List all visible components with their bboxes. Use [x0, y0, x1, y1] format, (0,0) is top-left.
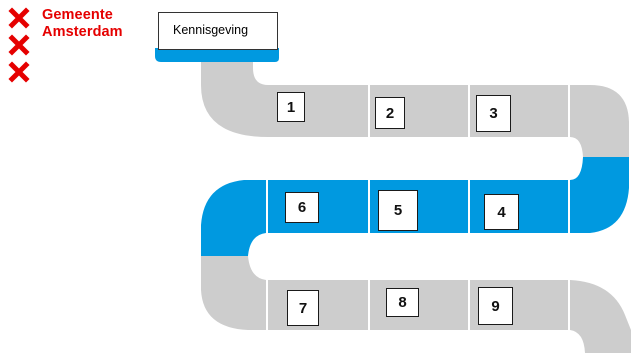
cross-icon [8, 7, 30, 29]
step-box-3: 3 [476, 95, 511, 132]
track-row-2 [268, 180, 568, 233]
step-box-1: 1 [277, 92, 305, 122]
track-row-1 [268, 85, 568, 137]
track-curve-end [570, 280, 631, 353]
step-box-9: 9 [478, 287, 513, 325]
cross-icon [8, 34, 30, 56]
step-box-4: 4 [484, 194, 519, 230]
logo-line-amsterdam: Amsterdam [42, 24, 123, 40]
title-box: Kennisgeving [158, 12, 278, 50]
track-curve-start [201, 62, 268, 137]
step-box-2: 2 [375, 97, 405, 129]
track-curve-left-upper [201, 180, 266, 256]
title-accent [155, 48, 279, 62]
step-box-5: 5 [378, 190, 418, 231]
step-box-8: 8 [386, 288, 419, 317]
track-segment-8 [370, 280, 468, 330]
cross-icon [8, 61, 30, 83]
track-curve-left-lower [201, 256, 266, 330]
track-curve-right-upper [570, 85, 629, 157]
track-curve-right-lower [570, 157, 629, 233]
logo-crosses [8, 7, 30, 83]
step-box-6: 6 [285, 192, 319, 223]
logo-line-gemeente: Gemeente [42, 7, 113, 23]
step-box-7: 7 [287, 290, 319, 326]
